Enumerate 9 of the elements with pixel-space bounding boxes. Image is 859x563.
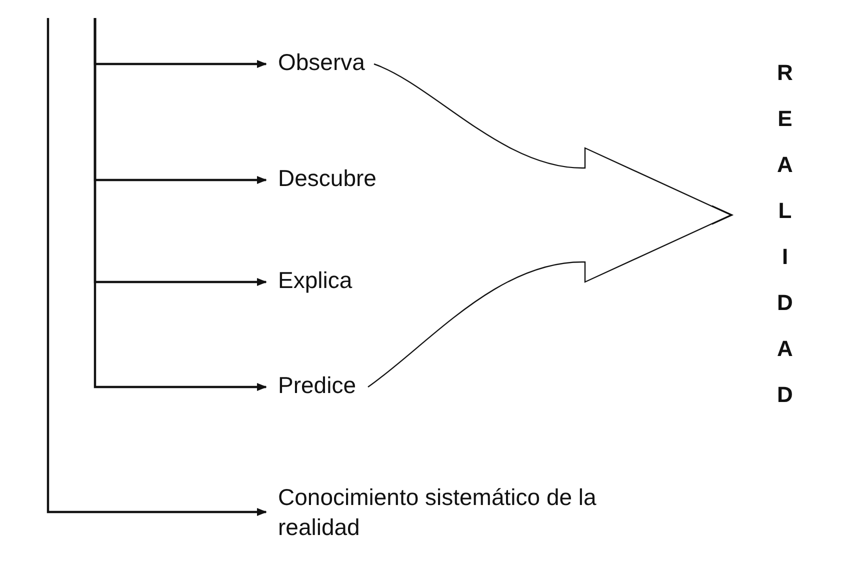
node-label: Explica [278, 265, 352, 295]
node-label: Observa [278, 47, 365, 77]
node-label: Descubre [278, 163, 376, 193]
arrow [46, 18, 267, 516]
vertical-word: R E A L I D A D [732, 50, 838, 418]
node-label: Conocimiento sistemático de la realidad [278, 482, 608, 542]
arrow [94, 18, 267, 391]
block-arrow-half [368, 205, 733, 388]
node-label: Predice [278, 370, 356, 400]
